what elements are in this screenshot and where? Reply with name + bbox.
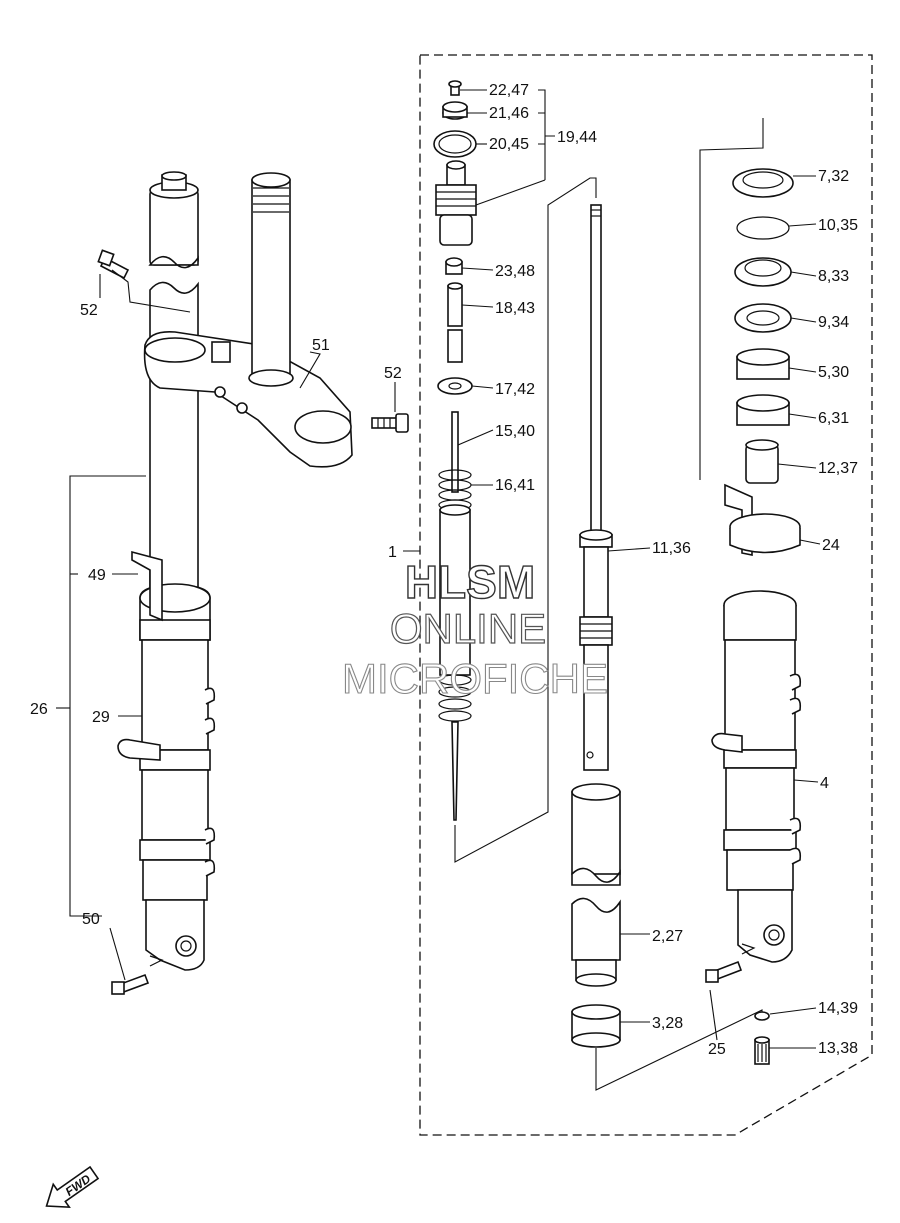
label-17-42: 17,42 bbox=[495, 381, 535, 398]
label-21-46: 21,46 bbox=[489, 105, 529, 122]
label-22-47: 22,47 bbox=[489, 82, 529, 99]
watermark-line-2: ONLINE bbox=[390, 605, 546, 652]
label-25: 25 bbox=[708, 1041, 726, 1058]
bracket-26 bbox=[69, 475, 146, 917]
label-19-44: 19,44 bbox=[557, 129, 597, 146]
label-29: 29 bbox=[92, 709, 110, 726]
label-4: 4 bbox=[820, 775, 829, 792]
cartridge-assembly bbox=[571, 204, 621, 1048]
right-fork-outer-parts bbox=[699, 118, 802, 1065]
label-11-36: 11,36 bbox=[652, 540, 691, 557]
label-26: 26 bbox=[30, 701, 48, 718]
label-16-41: 16,41 bbox=[495, 477, 535, 494]
label-49: 49 bbox=[88, 567, 106, 584]
label-12-37: 12,37 bbox=[818, 460, 858, 477]
watermark: HLSM ONLINE MICROFICHE bbox=[341, 555, 608, 702]
watermark-line-1: HLSM bbox=[405, 556, 535, 608]
label-15-40: 15,40 bbox=[495, 423, 535, 440]
label-24: 24 bbox=[822, 537, 840, 554]
label-9-34: 9,34 bbox=[818, 314, 849, 331]
label-5-30: 5,30 bbox=[818, 364, 849, 381]
watermark-line-3: MICROFICHE bbox=[342, 655, 608, 702]
label-52-right: 52 bbox=[384, 365, 402, 382]
label-13-38: 13,38 bbox=[818, 1040, 858, 1057]
label-23-48: 23,48 bbox=[495, 263, 535, 280]
label-1: 1 bbox=[388, 544, 397, 561]
fork-cap-set bbox=[433, 80, 477, 821]
label-20-45: 20,45 bbox=[489, 136, 529, 153]
label-8-33: 8,33 bbox=[818, 268, 849, 285]
label-3-28: 3,28 bbox=[652, 1015, 683, 1032]
assembly-boundary bbox=[419, 54, 873, 1136]
label-52-left: 52 bbox=[80, 302, 98, 319]
left-fork-assembly bbox=[97, 171, 353, 995]
label-2-27: 2,27 bbox=[652, 928, 683, 945]
label-50: 50 bbox=[82, 911, 100, 928]
label-10-35: 10,35 bbox=[818, 217, 858, 234]
label-6-31: 6,31 bbox=[818, 410, 849, 427]
clamp-bolt-52 bbox=[371, 413, 409, 433]
part-labels: 52 51 52 49 26 29 50 1 22,47 21,46 20,45… bbox=[30, 82, 858, 1058]
forward-direction-arrow: FWD bbox=[45, 1165, 100, 1209]
fwd-arrow-icon bbox=[45, 1165, 100, 1209]
label-14-39: 14,39 bbox=[818, 1000, 858, 1017]
label-51: 51 bbox=[312, 337, 330, 354]
label-18-43: 18,43 bbox=[495, 300, 535, 317]
label-7-32: 7,32 bbox=[818, 168, 849, 185]
